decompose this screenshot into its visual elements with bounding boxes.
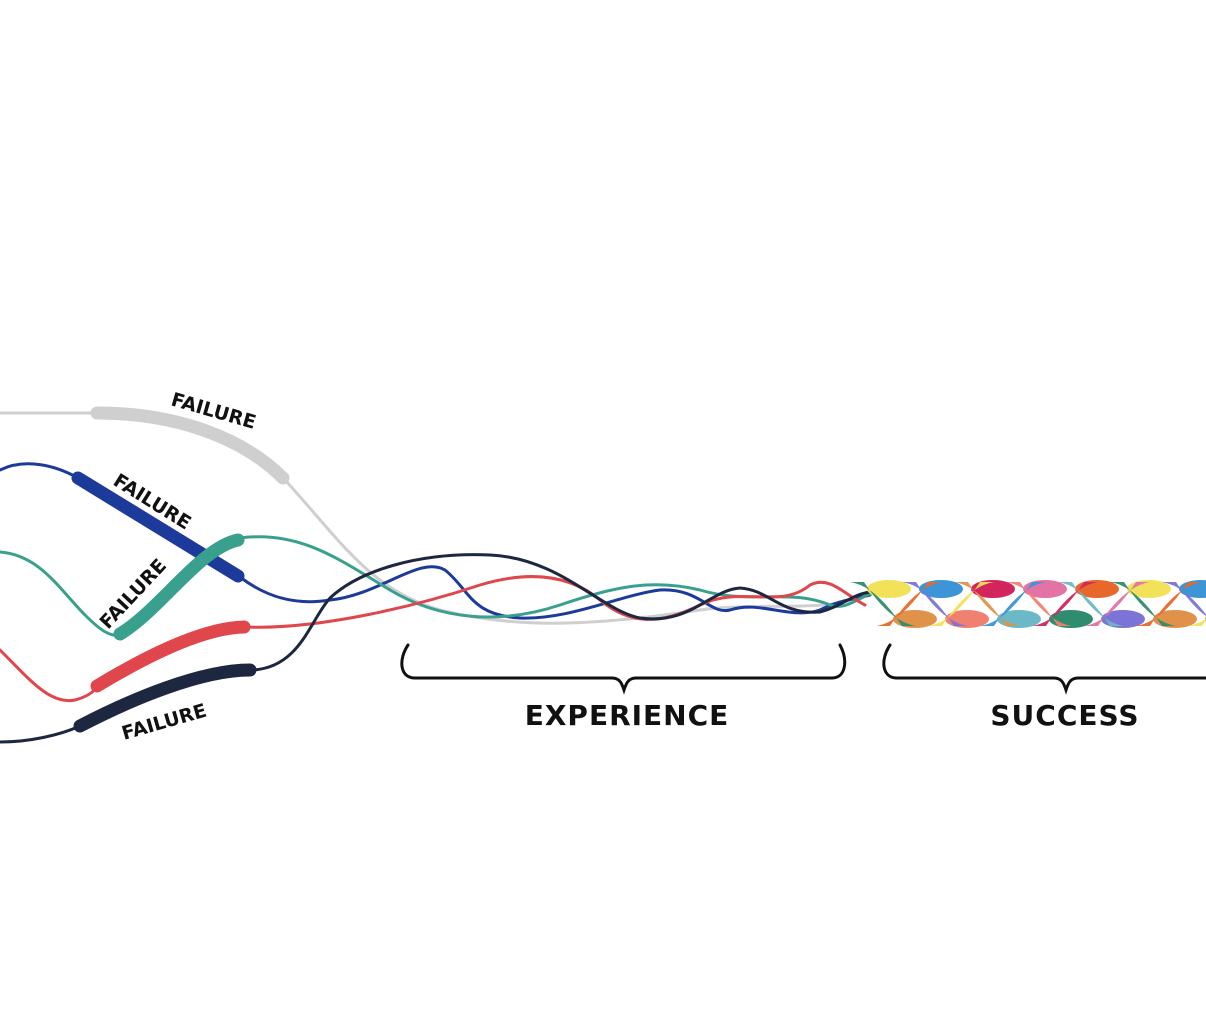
braid-segment <box>980 582 1046 626</box>
red-strand <box>0 575 867 703</box>
braid-segment <box>1058 582 1124 626</box>
blue-strand <box>0 462 872 620</box>
red-failure-segment <box>90 620 251 693</box>
braid-segment <box>1110 582 1176 626</box>
teal-failure-segment <box>113 533 245 641</box>
braid-segment <box>1032 582 1098 626</box>
braid-segment <box>1084 582 1150 626</box>
braid-segment <box>1136 582 1202 626</box>
braid-segment <box>1006 582 1072 626</box>
braid-segment <box>850 582 916 626</box>
navy-failure-segment <box>73 663 257 733</box>
braid-segment <box>1188 618 1206 626</box>
success-braid <box>850 580 1206 628</box>
success-label: SUCCESS <box>990 699 1139 732</box>
braid-segment <box>902 582 968 626</box>
braid-segment <box>928 582 994 626</box>
experience-brace <box>400 643 847 695</box>
success-brace <box>882 643 1206 695</box>
braid-segment <box>954 582 1020 626</box>
experience-label: EXPERIENCE <box>525 699 730 732</box>
braid-segment <box>876 582 942 626</box>
braid-lobe <box>867 580 911 598</box>
gray-failure-segment <box>90 406 290 485</box>
